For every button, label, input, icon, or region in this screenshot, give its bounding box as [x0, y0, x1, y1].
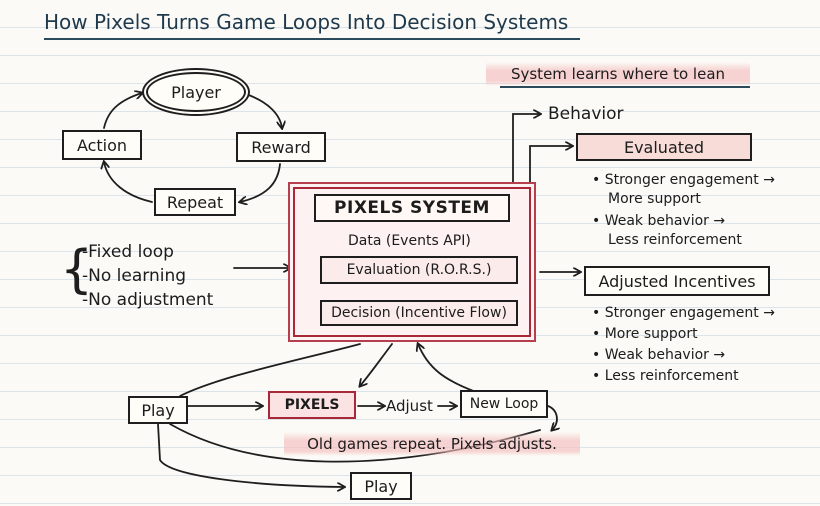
arrow-system-pixels	[360, 343, 393, 386]
adjusted-line-1: • Stronger engagement →	[592, 305, 775, 321]
old-loop-brace: {	[60, 240, 94, 300]
arrow-player-reward	[245, 93, 282, 128]
pixels-node: PIXELS	[268, 391, 356, 419]
arrow-newloop-system	[418, 344, 477, 393]
arrow-newloop-curl	[547, 405, 557, 430]
arrow-reward-repeat	[240, 163, 281, 202]
adjusted-line-4: • Less reinforcement	[592, 368, 739, 384]
bottom-caption: Old games repeat. Pixels adjusts.	[284, 432, 580, 456]
repeat-node: Repeat	[154, 188, 236, 216]
player-node: Player	[146, 72, 246, 112]
title-underline	[44, 38, 580, 40]
page-title: How Pixels Turns Game Loops Into Decisio…	[44, 10, 569, 34]
system-decision-box: Decision (Incentive Flow)	[320, 300, 518, 326]
system-data-label: Data (Events API)	[348, 233, 471, 249]
arrow-play-play2	[157, 423, 344, 487]
evaluated-line-3: • Weak behavior →	[592, 213, 726, 229]
arrow-system-behavior	[512, 114, 540, 187]
evaluated-line-4: Less reinforcement	[608, 232, 742, 248]
adjusted-line-3: • Weak behavior →	[592, 347, 726, 363]
play-node: Play	[128, 396, 188, 424]
adjusted-incentives-box: Adjusted Incentives	[584, 266, 770, 296]
adjusted-line-2: • More support	[592, 326, 698, 342]
arrow-action-player	[103, 93, 142, 129]
system-evaluation-box: Evaluation (R.O.R.S.)	[320, 256, 518, 284]
evaluated-box: Evaluated	[576, 133, 752, 161]
callout-underline	[500, 86, 750, 88]
evaluated-line-2: More support	[608, 191, 701, 207]
old-loop-item-1: -Fixed loop	[82, 242, 174, 262]
old-loop-item-2: -No learning	[82, 266, 187, 286]
evaluated-line-1: • Stronger engagement →	[592, 172, 775, 188]
reward-node: Reward	[236, 132, 326, 162]
callout-note: System learns where to lean	[486, 62, 750, 86]
system-title: PIXELS SYSTEM	[314, 194, 510, 222]
arrow-system-play	[179, 343, 361, 397]
adjust-label: Adjust	[386, 397, 433, 415]
arrow-repeat-action	[104, 162, 153, 203]
new-loop-node: New Loop	[460, 390, 548, 418]
play2-node: Play	[350, 472, 412, 500]
old-loop-item-3: -No adjustment	[82, 290, 214, 310]
arrow-system-evaluated	[529, 146, 572, 187]
behavior-label: Behavior	[548, 104, 624, 124]
action-node: Action	[62, 130, 142, 160]
